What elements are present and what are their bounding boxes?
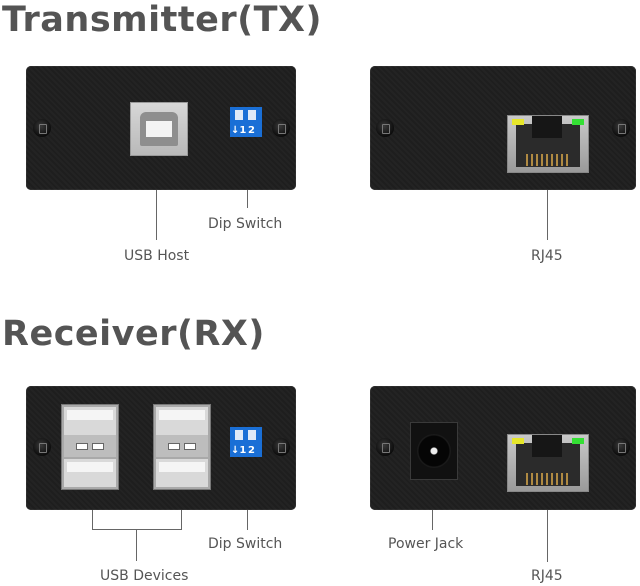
label-tx-rj45: RJ45 — [531, 248, 563, 264]
screw-icon — [612, 438, 630, 456]
rx-right-panel — [370, 386, 636, 510]
screw-icon — [33, 438, 51, 456]
screw-icon — [376, 438, 394, 456]
transmitter-title: Transmitter(TX) — [2, 0, 322, 40]
usb-device-port-pair-2 — [153, 404, 211, 490]
dip-switch: ↓1 2 — [230, 427, 262, 457]
dip-switch: ↓1 2 — [230, 107, 262, 137]
usb-device-port-pair-1 — [61, 404, 119, 490]
label-power-jack: Power Jack — [388, 536, 464, 552]
screw-icon — [376, 119, 394, 137]
rj45-port — [507, 115, 589, 173]
label-usb-devices: USB Devices — [100, 568, 189, 584]
screw-icon — [272, 119, 290, 137]
callout-line — [181, 510, 182, 530]
callout-line — [547, 190, 548, 240]
callout-line — [92, 510, 93, 530]
screw-icon — [272, 438, 290, 456]
label-rx-rj45: RJ45 — [531, 568, 563, 584]
power-jack — [410, 422, 458, 480]
led-green — [572, 438, 584, 444]
tx-left-panel: ↓1 2 — [26, 66, 296, 190]
callout-line — [156, 190, 157, 240]
led-yellow — [512, 119, 524, 125]
dip-switch-label-1: ↓1 — [231, 125, 247, 136]
label-rx-dip-switch: Dip Switch — [208, 536, 283, 552]
callout-line — [247, 510, 248, 530]
receiver-title: Receiver(RX) — [2, 314, 265, 354]
callout-line — [432, 510, 433, 530]
screw-icon — [612, 119, 630, 137]
screw-icon — [33, 119, 51, 137]
dip-switch-label-2: 2 — [248, 125, 255, 136]
callout-line — [136, 529, 137, 561]
callout-line — [247, 190, 248, 208]
rx-left-panel: ↓1 2 — [26, 386, 296, 510]
callout-bracket — [92, 529, 182, 530]
dip-switch-label-1: ↓1 — [231, 445, 247, 456]
rj45-port — [507, 434, 589, 492]
usb-host-port — [130, 102, 188, 156]
label-tx-dip-switch: Dip Switch — [208, 216, 283, 232]
callout-line — [547, 510, 548, 562]
led-green — [572, 119, 584, 125]
led-yellow — [512, 438, 524, 444]
label-usb-host: USB Host — [124, 248, 190, 264]
tx-right-panel — [370, 66, 636, 190]
dip-switch-label-2: 2 — [248, 445, 255, 456]
